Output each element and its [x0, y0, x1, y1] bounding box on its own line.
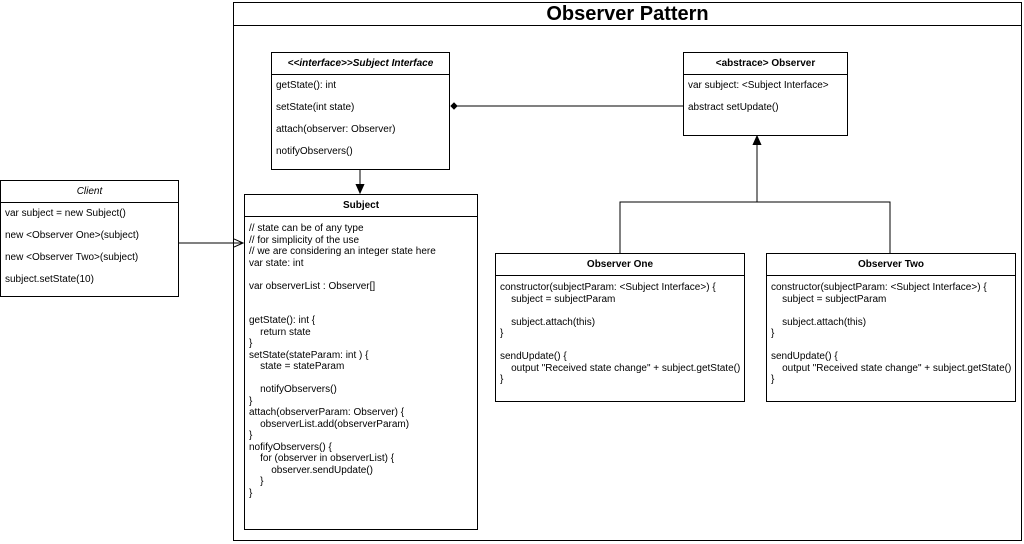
observer-two-code-line: output "Received state change" + subject…: [771, 362, 1012, 374]
subject-interface-name: Subject Interface: [352, 58, 434, 69]
subject-code-line: [249, 373, 473, 385]
observer-two-inheritance-line: [757, 201, 891, 253]
observer-one-code-line: [500, 340, 740, 352]
client-item: new <Observer One>(subject): [5, 230, 139, 241]
subject-code-line: state = stateParam: [249, 361, 345, 372]
subject-code-line: return state: [249, 326, 311, 338]
subject-code-line: }: [249, 487, 253, 499]
interface-method: notifyObservers(): [276, 146, 353, 157]
client-class-box: Client var subject = new Subject() new <…: [0, 180, 179, 297]
observer-one-code-line: [500, 305, 740, 317]
observer-two-code-line: subject.attach(this): [771, 316, 867, 328]
observer-class-title: <abstrace> Observer: [684, 53, 847, 75]
observer-member: var subject: <Subject Interface>: [688, 80, 829, 91]
interface-method: getState(): int: [276, 80, 337, 91]
observer-one-code-line: }: [500, 374, 504, 385]
subject-code-line: setState(stateParam: int ) {: [249, 349, 369, 361]
subject-code-line: [249, 304, 473, 316]
subject-class-box: Subject // state can be of any type// fo…: [244, 194, 478, 530]
observer-two-class-box: Observer Two constructor(subjectParam: <…: [766, 253, 1016, 402]
subject-code-line: // state can be of any type: [249, 223, 364, 234]
subject-code-line: }: [249, 430, 253, 441]
subject-code-line: getState(): int {: [249, 315, 316, 326]
observer-one-code-line: subject = subjectParam: [500, 293, 616, 305]
observer-two-class-title: Observer Two: [767, 254, 1015, 276]
subject-code-line: [249, 269, 473, 281]
subject-code-line: [249, 292, 473, 304]
observer-one-inheritance-line: [619, 201, 757, 253]
observer-two-code-line: [771, 305, 1011, 317]
subject-interface-class-box: <<interface>>Subject Interface getState(…: [271, 52, 450, 170]
observer-one-class-box: Observer One constructor(subjectParam: <…: [495, 253, 745, 402]
interface-method: setState(int state): [276, 102, 355, 113]
observer-one-code-line: sendUpdate() {: [500, 351, 567, 362]
client-item: var subject = new Subject(): [5, 208, 126, 219]
interface-method: attach(observer: Observer): [276, 124, 396, 135]
diagram-frame: Observer Pattern: [233, 2, 1022, 541]
client-item: new <Observer Two>(subject): [5, 252, 139, 263]
subject-code-line: }: [249, 395, 253, 407]
subject-code-line: nofifyObservers() {: [249, 441, 332, 453]
observer-two-code-line: constructor(subjectParam: <Subject Inter…: [771, 282, 987, 293]
subject-code-line: // for simplicity of the use: [249, 234, 360, 246]
observer-two-code-line: subject = subjectParam: [771, 293, 887, 305]
observer-one-code-line: output "Received state change" + subject…: [500, 362, 741, 374]
subject-code-line: for (observer in observerList) {: [249, 453, 395, 464]
subject-code-line: attach(observerParam: Observer) {: [249, 407, 405, 418]
observer-one-code-line: }: [500, 328, 504, 339]
diagram-title: Observer Pattern: [234, 3, 1021, 26]
subject-class-title: Subject: [245, 195, 477, 217]
observer-two-code-line: }: [771, 328, 775, 339]
observer-two-class-body: constructor(subjectParam: <Subject Inter…: [767, 276, 1015, 386]
observer-two-code-line: sendUpdate() {: [771, 351, 838, 362]
subject-code-line: }: [249, 476, 264, 487]
subject-class-body: // state can be of any type// for simpli…: [245, 217, 477, 499]
subject-code-line: }: [249, 338, 253, 349]
subject-code-line: var observerList : Observer[]: [249, 280, 376, 292]
interface-stereotype: <<interface>>: [287, 58, 353, 69]
observer-two-code-line: [771, 340, 1011, 352]
observer-one-code-line: constructor(subjectParam: <Subject Inter…: [500, 282, 716, 293]
observer-class-box: <abstrace> Observer var subject: <Subjec…: [683, 52, 848, 136]
subject-interface-title: <<interface>>Subject Interface: [272, 53, 449, 75]
subject-code-line: var state: int: [249, 257, 304, 269]
client-class-title: Client: [1, 181, 178, 203]
observer-one-class-title: Observer One: [496, 254, 744, 276]
observer-member: abstract setUpdate(): [688, 102, 779, 113]
observer-one-class-body: constructor(subjectParam: <Subject Inter…: [496, 276, 744, 386]
subject-code-line: observer.sendUpdate(): [249, 464, 373, 476]
client-item: subject.setState(10): [5, 274, 94, 285]
subject-code-line: // we are considering an integer state h…: [249, 246, 436, 257]
observer-two-code-line: }: [771, 374, 775, 385]
observer-one-code-line: subject.attach(this): [500, 316, 596, 328]
subject-code-line: observerList.add(observerParam): [249, 418, 410, 430]
subject-code-line: notifyObservers(): [249, 384, 337, 395]
aggregation-diamond: [450, 102, 458, 110]
